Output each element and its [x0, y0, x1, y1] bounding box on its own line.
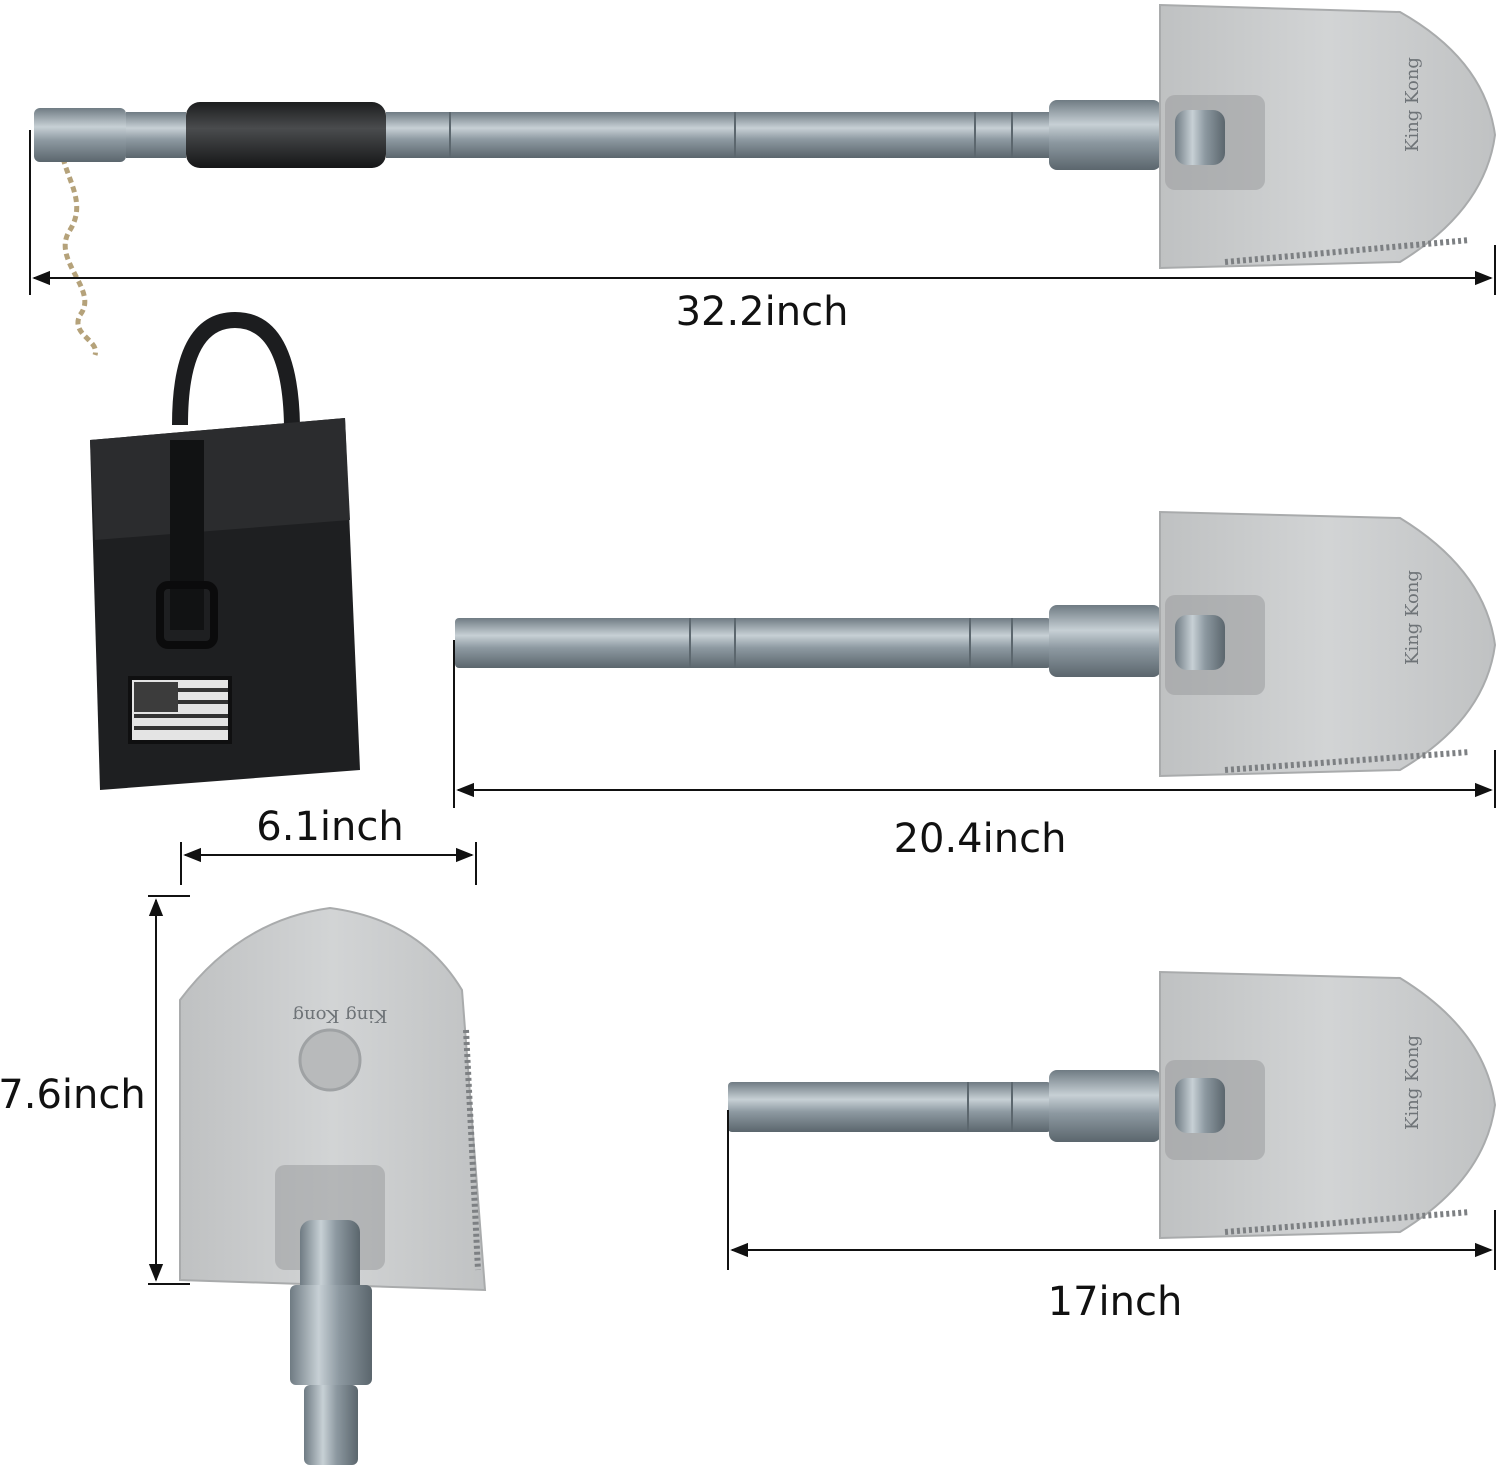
lock-collar	[1049, 605, 1161, 677]
blade-brand-text: King Kong	[1402, 1035, 1423, 1130]
dimension-short-length: 17inch	[727, 1110, 1496, 1325]
shovel-medium-length: King Kong	[455, 510, 1497, 778]
flag-patch	[128, 676, 232, 744]
bag-handle	[172, 311, 300, 426]
lock-collar	[1049, 100, 1161, 170]
dimension-label-short-length: 17inch	[1048, 1279, 1183, 1325]
lock-collar	[1049, 1070, 1161, 1142]
dimension-label-full-length: 32.2inch	[676, 289, 849, 335]
dimension-bag-width: 6.1inch	[180, 804, 477, 885]
handle-stub	[290, 1285, 372, 1385]
handle-tube	[455, 618, 1051, 668]
blade-brand-text: King Kong	[1402, 570, 1423, 665]
bag-buckle	[156, 581, 218, 649]
brand-crest-icon	[298, 1028, 362, 1092]
shovel-blade	[1159, 970, 1497, 1240]
dimension-folded-height: 7.6inch	[0, 895, 190, 1285]
foam-grip	[186, 102, 386, 168]
shovel-short-length: King Kong	[728, 970, 1497, 1240]
lock-collar	[300, 1220, 360, 1300]
handle-tube	[728, 1082, 1051, 1132]
carry-bag	[90, 311, 360, 790]
bag-strap	[170, 440, 204, 630]
dimension-full-length: 32.2inch	[29, 130, 1496, 335]
dimension-label-bag-width: 6.1inch	[256, 804, 403, 850]
blade-brand-text: King Kong	[1402, 57, 1423, 152]
end-cap	[34, 108, 126, 162]
shovel-blade	[179, 906, 487, 1292]
paracord	[58, 108, 98, 356]
shovel-blade	[1159, 510, 1497, 778]
dimension-label-medium-length: 20.4inch	[894, 816, 1067, 862]
blade-brand-text: King Kong	[293, 1005, 388, 1026]
shovel-full-length: King Kong	[34, 3, 1497, 356]
handle-tube	[386, 112, 1051, 158]
dimension-medium-length: 20.4inch	[453, 640, 1496, 862]
dimension-label-folded-height: 7.6inch	[0, 1072, 146, 1118]
shovel-folded: King Kong	[179, 906, 487, 1465]
